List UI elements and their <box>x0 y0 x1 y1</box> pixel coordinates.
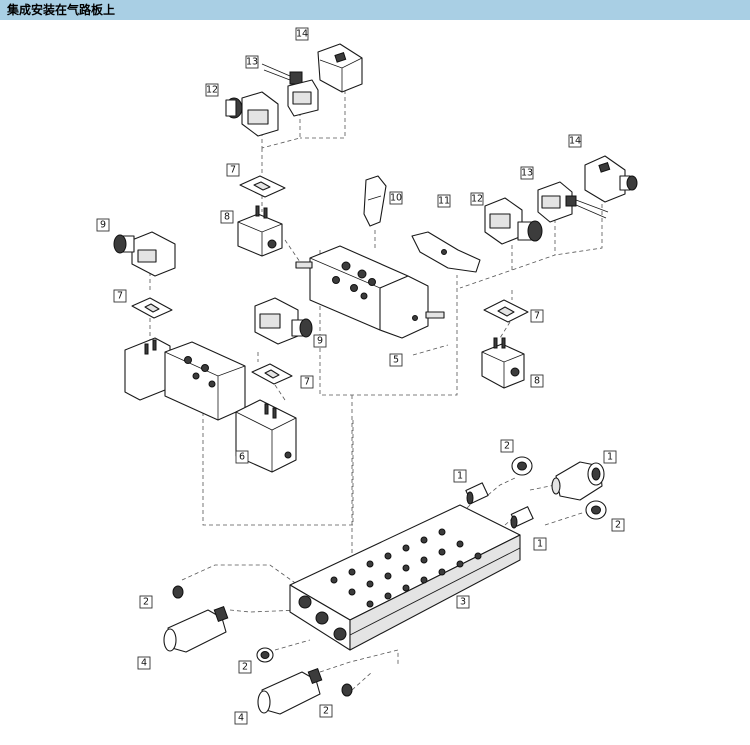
svg-text:12: 12 <box>471 194 483 205</box>
svg-text:13: 13 <box>521 168 533 179</box>
callout-2-upper: 2 <box>500 439 514 453</box>
svg-text:3: 3 <box>460 597 466 608</box>
callout-1-lower: 1 <box>533 537 547 551</box>
callout-2-left: 2 <box>139 595 153 609</box>
plug-2-bottom <box>341 683 353 697</box>
callout-10: 10 <box>389 191 403 205</box>
cover-plate-11 <box>411 231 481 273</box>
plug-socket-14-left <box>317 43 363 93</box>
svg-text:11: 11 <box>438 196 450 207</box>
solenoid-coil-8-left <box>237 205 283 257</box>
svg-text:5: 5 <box>393 355 399 366</box>
svg-text:7: 7 <box>534 311 540 322</box>
plug-socket-12-left <box>225 91 279 137</box>
callout-12-top-left: 12 <box>205 83 219 97</box>
svg-text:1: 1 <box>457 471 463 482</box>
fitting-1-upper-left <box>465 482 489 505</box>
solenoid-valve-5 <box>295 245 445 339</box>
exploded-assembly-diagram: 14 13 12 7 8 10 11 12 13 14 9 7 9 7 7 <box>96 27 638 725</box>
solenoid-coil-8-right <box>481 337 525 389</box>
callout-14-top-left: 14 <box>295 27 309 41</box>
silencer-4-lower <box>257 668 323 715</box>
callout-1-upper-left: 1 <box>453 469 467 483</box>
svg-text:2: 2 <box>242 662 248 673</box>
callout-11: 11 <box>437 194 451 208</box>
silencer-4-upper <box>163 606 229 653</box>
svg-text:4: 4 <box>141 658 147 669</box>
svg-text:2: 2 <box>323 706 329 717</box>
callout-14-right: 14 <box>568 134 582 148</box>
svg-text:8: 8 <box>224 212 230 223</box>
svg-text:2: 2 <box>504 441 510 452</box>
callout-8-right: 8 <box>530 374 544 388</box>
callout-1-upper-right: 1 <box>603 450 617 464</box>
svg-text:7: 7 <box>117 291 123 302</box>
manifold-ports <box>330 528 482 608</box>
svg-text:14: 14 <box>569 136 581 147</box>
callout-12-right: 12 <box>470 192 484 206</box>
svg-text:4: 4 <box>238 713 244 724</box>
svg-text:1: 1 <box>537 539 543 550</box>
plug-2-upper <box>511 456 533 476</box>
callout-3: 3 <box>456 595 470 609</box>
callout-13-top-left: 13 <box>245 55 259 69</box>
gasket-7-right <box>483 299 529 323</box>
svg-text:9: 9 <box>100 220 106 231</box>
svg-text:6: 6 <box>239 452 245 463</box>
plug-socket-9-left <box>113 231 176 277</box>
callout-6: 6 <box>235 450 249 464</box>
callout-4-upper: 4 <box>137 656 151 670</box>
solenoid-valve-6 <box>124 337 297 473</box>
manifold-base-3 <box>289 504 521 651</box>
callout-4-lower: 4 <box>234 711 248 725</box>
callout-labels: 14 13 12 7 8 10 11 12 13 14 9 7 9 7 7 <box>96 27 625 725</box>
plug-socket-14-right <box>584 155 638 203</box>
callout-5: 5 <box>389 353 403 367</box>
svg-text:2: 2 <box>615 520 621 531</box>
connector-13-left <box>261 63 319 117</box>
callout-9-mid: 9 <box>313 334 327 348</box>
callout-7-left: 7 <box>113 289 127 303</box>
callout-2-bottom: 2 <box>319 704 333 718</box>
fitting-1-lower <box>510 506 534 529</box>
manual-override-10 <box>363 175 387 227</box>
gasket-7-mid <box>251 363 293 385</box>
callout-7-top: 7 <box>226 163 240 177</box>
callout-9-left: 9 <box>96 218 110 232</box>
svg-text:10: 10 <box>390 193 402 204</box>
plug-2-lower-right <box>585 500 607 520</box>
plug-socket-9-mid <box>254 297 313 345</box>
callout-7-right: 7 <box>530 309 544 323</box>
page-title: 集成安装在气路板上 <box>0 0 750 20</box>
svg-text:12: 12 <box>206 85 218 96</box>
svg-text:8: 8 <box>534 376 540 387</box>
connector-13-right <box>537 181 609 223</box>
gasket-7-top <box>239 175 286 198</box>
svg-text:1: 1 <box>607 452 613 463</box>
callout-2-right: 2 <box>611 518 625 532</box>
svg-text:7: 7 <box>230 165 236 176</box>
plug-2-bottom-left <box>172 585 184 599</box>
fitting-1-large <box>551 461 605 501</box>
callout-7-mid: 7 <box>300 375 314 389</box>
plug-socket-12-right <box>484 197 543 245</box>
plug-2-middle <box>256 647 274 663</box>
svg-text:13: 13 <box>246 57 258 68</box>
callout-2-middle: 2 <box>238 660 252 674</box>
callout-13-right: 13 <box>520 166 534 180</box>
gasket-7-left <box>131 297 173 319</box>
svg-text:14: 14 <box>296 29 308 40</box>
svg-text:9: 9 <box>317 336 323 347</box>
callout-8-left: 8 <box>220 210 234 224</box>
svg-text:7: 7 <box>304 377 310 388</box>
leader-lines <box>149 90 603 691</box>
svg-text:2: 2 <box>143 597 149 608</box>
